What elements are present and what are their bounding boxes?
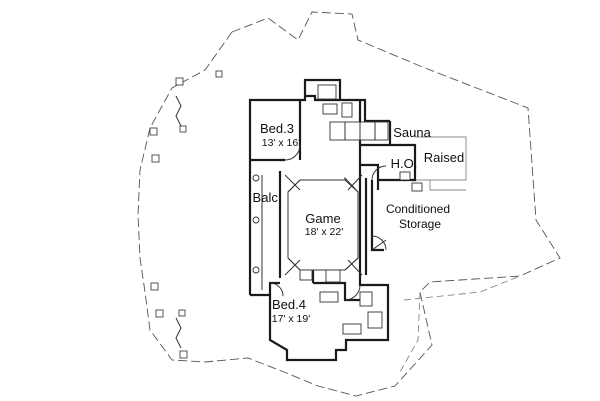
room-label-bed3: Bed.3	[260, 121, 294, 136]
raised-area	[415, 136, 467, 191]
room-size-bed3: 13' x 16'	[262, 137, 300, 149]
room-size-bed4: 17' x 19'	[272, 313, 310, 325]
interior-details	[252, 84, 423, 335]
room-label-balc: Balc.	[253, 190, 282, 205]
room-label-game: Game	[305, 211, 340, 226]
room-label-bed4: Bed.4	[272, 297, 306, 312]
room-size-game: 18' x 22'	[305, 226, 343, 238]
perimeter-posts	[149, 70, 223, 359]
room-label-raised: Raised	[424, 150, 464, 165]
room-label-storage-1: Conditioned	[386, 202, 450, 216]
roof-outline	[137, 11, 561, 397]
room-label-sauna: Sauna	[393, 125, 431, 140]
room-label-storage-2: Storage	[399, 217, 441, 231]
room-label-ho: H.O.	[391, 156, 418, 171]
